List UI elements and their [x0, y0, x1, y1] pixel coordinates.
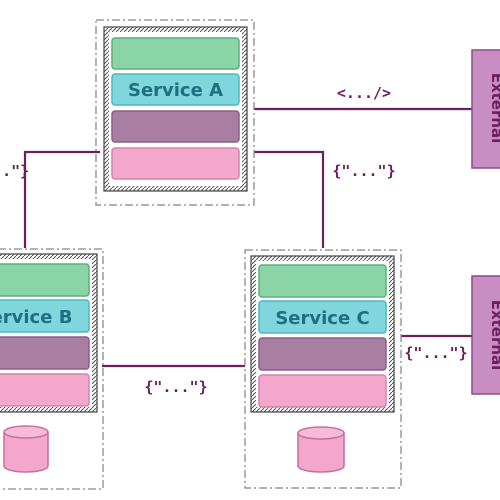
service-b-layer-purple	[0, 336, 90, 370]
connector-lines	[23, 107, 472, 368]
service-a-layer-green	[111, 37, 240, 70]
service-a-layer-pink	[111, 147, 240, 180]
edge-label-a-external: <.../>	[337, 84, 391, 102]
external-bottom-box	[471, 275, 500, 395]
edge-label-a-b: {"..."}	[0, 162, 29, 180]
service-b-layer-teal	[0, 299, 90, 333]
external-top-label: External	[488, 73, 500, 144]
service-c-layer-pink	[258, 374, 387, 408]
service-b-boundary	[0, 248, 104, 490]
edge-label-a-c: {"..."}	[332, 162, 395, 180]
service-a-layer-teal	[111, 73, 240, 106]
external-bottom-label: External	[488, 300, 500, 371]
service-c-layer-teal	[258, 300, 387, 334]
edge-label-c-external: {"..."}	[404, 344, 467, 362]
service-c-label: Service C	[275, 308, 369, 329]
service-b-layer-green	[0, 263, 90, 297]
edge-a-b	[23, 150, 100, 248]
database-icon	[3, 425, 49, 473]
service-a: Service A	[95, 19, 255, 206]
service-c-layer-purple	[258, 337, 387, 371]
edge-a-c	[254, 150, 325, 248]
service-c-layer-green	[258, 264, 387, 298]
service-c-boundary	[244, 249, 402, 489]
edge-label-b-c: {"..."}	[144, 378, 207, 396]
service-b: Service B	[0, 248, 104, 490]
service-a-boundary	[95, 19, 255, 206]
database-icon	[297, 426, 345, 473]
service-a-label: Service A	[128, 80, 223, 101]
external-bottom: External	[471, 275, 500, 395]
service-c: Service C	[244, 249, 402, 489]
external-top: External	[471, 49, 500, 169]
service-a-layer-purple	[111, 110, 240, 143]
external-top-box	[471, 49, 500, 169]
service-b-layer-pink	[0, 373, 90, 407]
service-b-label: Service B	[0, 307, 72, 328]
